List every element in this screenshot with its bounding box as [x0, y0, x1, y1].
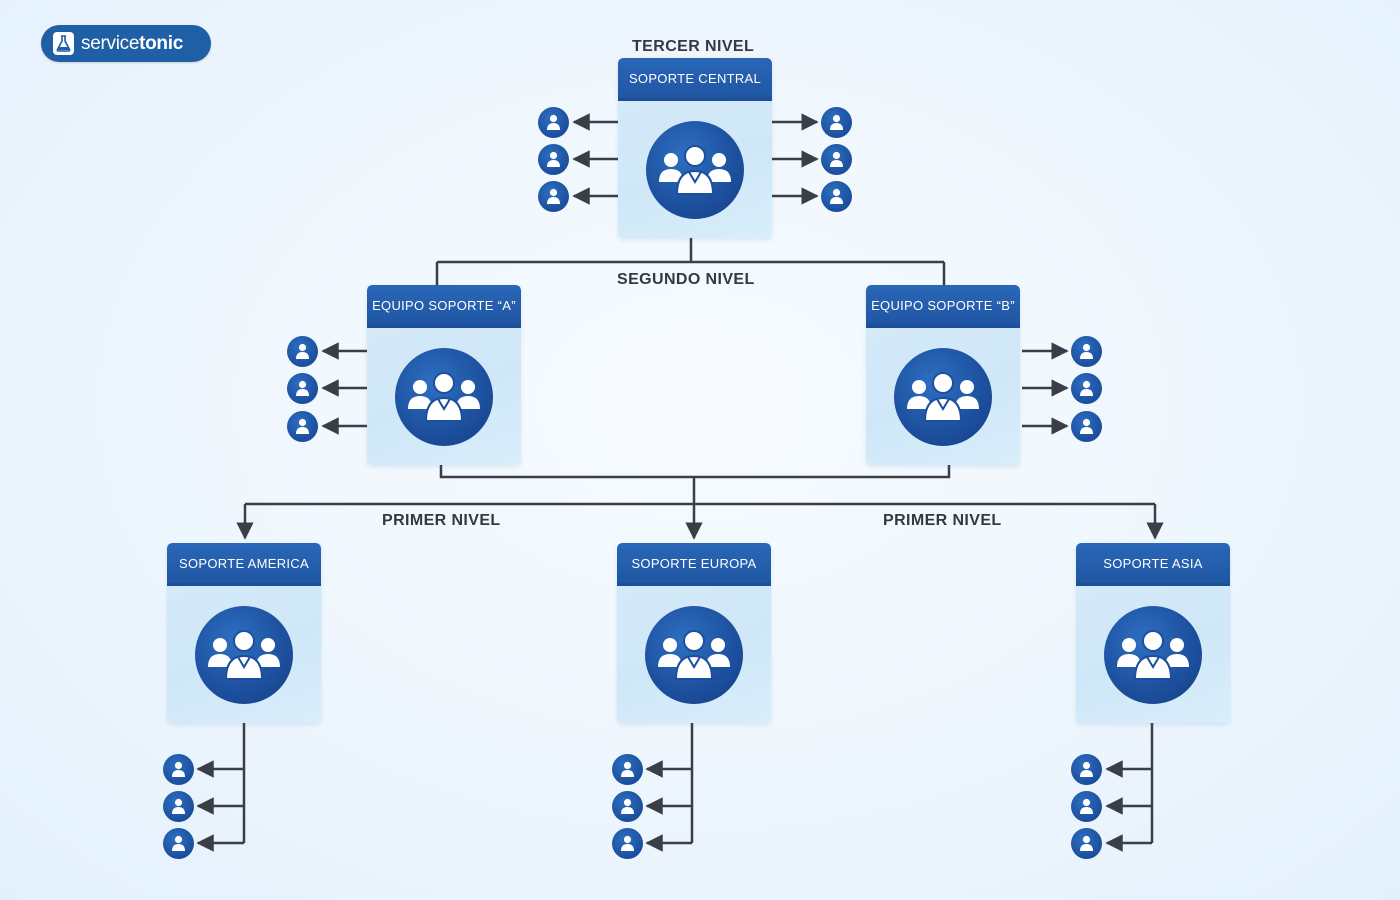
person-icon[interactable]: [1071, 828, 1102, 859]
person-icon[interactable]: [163, 828, 194, 859]
person-icon[interactable]: [1071, 411, 1102, 442]
person-icon[interactable]: [163, 791, 194, 822]
node-soporte-europa[interactable]: SOPORTE EUROPA: [617, 543, 771, 723]
team-icon: [645, 606, 743, 704]
person-icon[interactable]: [287, 411, 318, 442]
node-soporte-asia[interactable]: SOPORTE ASIA: [1076, 543, 1230, 723]
level-label-first-right: PRIMER NIVEL: [883, 512, 1002, 529]
person-icon[interactable]: [538, 144, 569, 175]
person-icon[interactable]: [287, 373, 318, 404]
flask-icon: [53, 32, 74, 55]
person-icon[interactable]: [612, 754, 643, 785]
node-title: EQUIPO SOPORTE “A”: [367, 285, 521, 328]
person-icon[interactable]: [1071, 336, 1102, 367]
person-icon[interactable]: [612, 791, 643, 822]
node-title: EQUIPO SOPORTE “B”: [866, 285, 1020, 328]
node-title: SOPORTE EUROPA: [617, 543, 771, 586]
level-label-third: TERCER NIVEL: [632, 38, 755, 55]
person-icon[interactable]: [538, 107, 569, 138]
person-icon[interactable]: [821, 144, 852, 175]
node-equipo-soporte-b[interactable]: EQUIPO SOPORTE “B”: [866, 285, 1020, 465]
team-icon: [894, 348, 992, 446]
node-soporte-america[interactable]: SOPORTE AMERICA: [167, 543, 321, 723]
node-title: SOPORTE AMERICA: [167, 543, 321, 586]
team-icon: [195, 606, 293, 704]
level-label-second: SEGUNDO NIVEL: [617, 271, 755, 288]
servicetonic-logo[interactable]: servicetonic: [41, 25, 211, 62]
person-icon[interactable]: [287, 336, 318, 367]
person-icon[interactable]: [821, 107, 852, 138]
node-title: SOPORTE ASIA: [1076, 543, 1230, 586]
person-icon[interactable]: [1071, 373, 1102, 404]
person-icon[interactable]: [821, 181, 852, 212]
node-title: SOPORTE CENTRAL: [618, 58, 772, 101]
team-icon: [646, 121, 744, 219]
team-icon: [395, 348, 493, 446]
level-label-first-left: PRIMER NIVEL: [382, 512, 501, 529]
person-icon[interactable]: [612, 828, 643, 859]
person-icon[interactable]: [163, 754, 194, 785]
person-icon[interactable]: [538, 181, 569, 212]
node-equipo-soporte-a[interactable]: EQUIPO SOPORTE “A”: [367, 285, 521, 465]
logo-wordmark: servicetonic: [81, 32, 183, 54]
person-icon[interactable]: [1071, 754, 1102, 785]
person-icon[interactable]: [1071, 791, 1102, 822]
node-soporte-central[interactable]: SOPORTE CENTRAL: [618, 58, 772, 238]
team-icon: [1104, 606, 1202, 704]
